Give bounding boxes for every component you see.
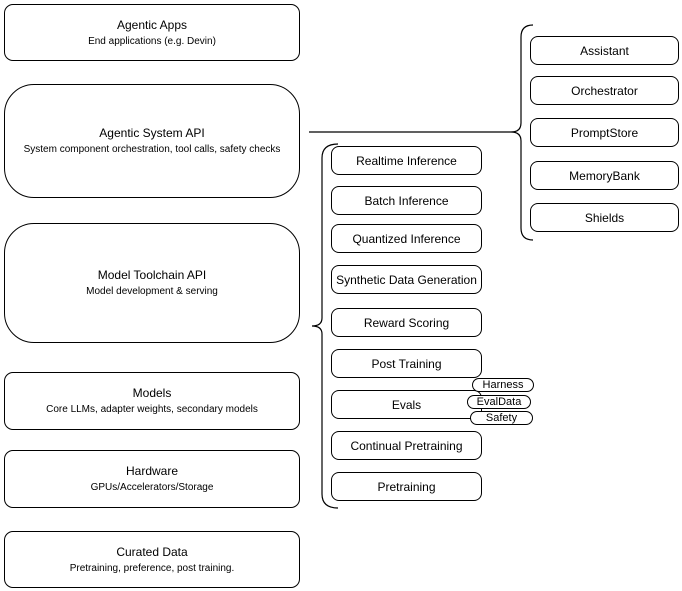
- eval-tag-harness: Harness: [472, 378, 534, 392]
- node-hardware: Hardware GPUs/Accelerators/Storage: [4, 450, 300, 508]
- component-promptstore: PromptStore: [530, 118, 679, 147]
- node-subtitle: Pretraining, preference, post training.: [69, 562, 235, 574]
- node-title: Model Toolchain API: [97, 268, 207, 282]
- toolchain-item-post-training: Post Training: [331, 349, 482, 378]
- toolchain-bracket: [311, 143, 339, 509]
- toolchain-item-continual-pretraining: Continual Pretraining: [331, 431, 482, 460]
- node-curated-data: Curated Data Pretraining, preference, po…: [4, 531, 300, 588]
- node-subtitle: Model development & serving: [86, 286, 218, 297]
- node-subtitle: End applications (e.g. Devin): [88, 35, 216, 47]
- component-orchestrator: Orchestrator: [530, 76, 679, 105]
- node-title: Curated Data: [116, 544, 188, 559]
- node-subtitle: GPUs/Accelerators/Storage: [90, 482, 214, 493]
- toolchain-item-realtime-inference: Realtime Inference: [331, 146, 482, 175]
- toolchain-item-reward-scoring: Reward Scoring: [331, 308, 482, 337]
- eval-tag-safety: Safety: [470, 411, 533, 425]
- toolchain-item-evals: Evals: [331, 390, 482, 419]
- toolchain-item-quantized-inference: Quantized Inference: [331, 224, 482, 253]
- node-title: Hardware: [125, 464, 179, 478]
- node-models: Models Core LLMs, adapter weights, secon…: [4, 372, 300, 430]
- node-title: Agentic Apps: [116, 17, 188, 32]
- node-subtitle: System component orchestration, tool cal…: [23, 144, 281, 155]
- component-memorybank: MemoryBank: [530, 161, 679, 190]
- toolchain-item-synthetic-data-generation: Synthetic Data Generation: [331, 265, 482, 294]
- toolchain-item-batch-inference: Batch Inference: [331, 186, 482, 215]
- eval-tag-evaldata: EvalData: [467, 395, 531, 409]
- toolchain-item-pretraining: Pretraining: [331, 472, 482, 501]
- node-model-toolchain-api: Model Toolchain API Model development & …: [4, 223, 300, 343]
- node-title: Models: [132, 386, 172, 400]
- node-subtitle: Core LLMs, adapter weights, secondary mo…: [46, 404, 258, 415]
- node-title: Agentic System API: [99, 126, 205, 140]
- component-assistant: Assistant: [530, 36, 679, 65]
- node-agentic-system-api: Agentic System API System component orch…: [4, 84, 300, 198]
- components-bracket: [510, 24, 534, 241]
- component-shields: Shields: [530, 203, 679, 232]
- node-agentic-apps: Agentic Apps End applications (e.g. Devi…: [4, 4, 300, 61]
